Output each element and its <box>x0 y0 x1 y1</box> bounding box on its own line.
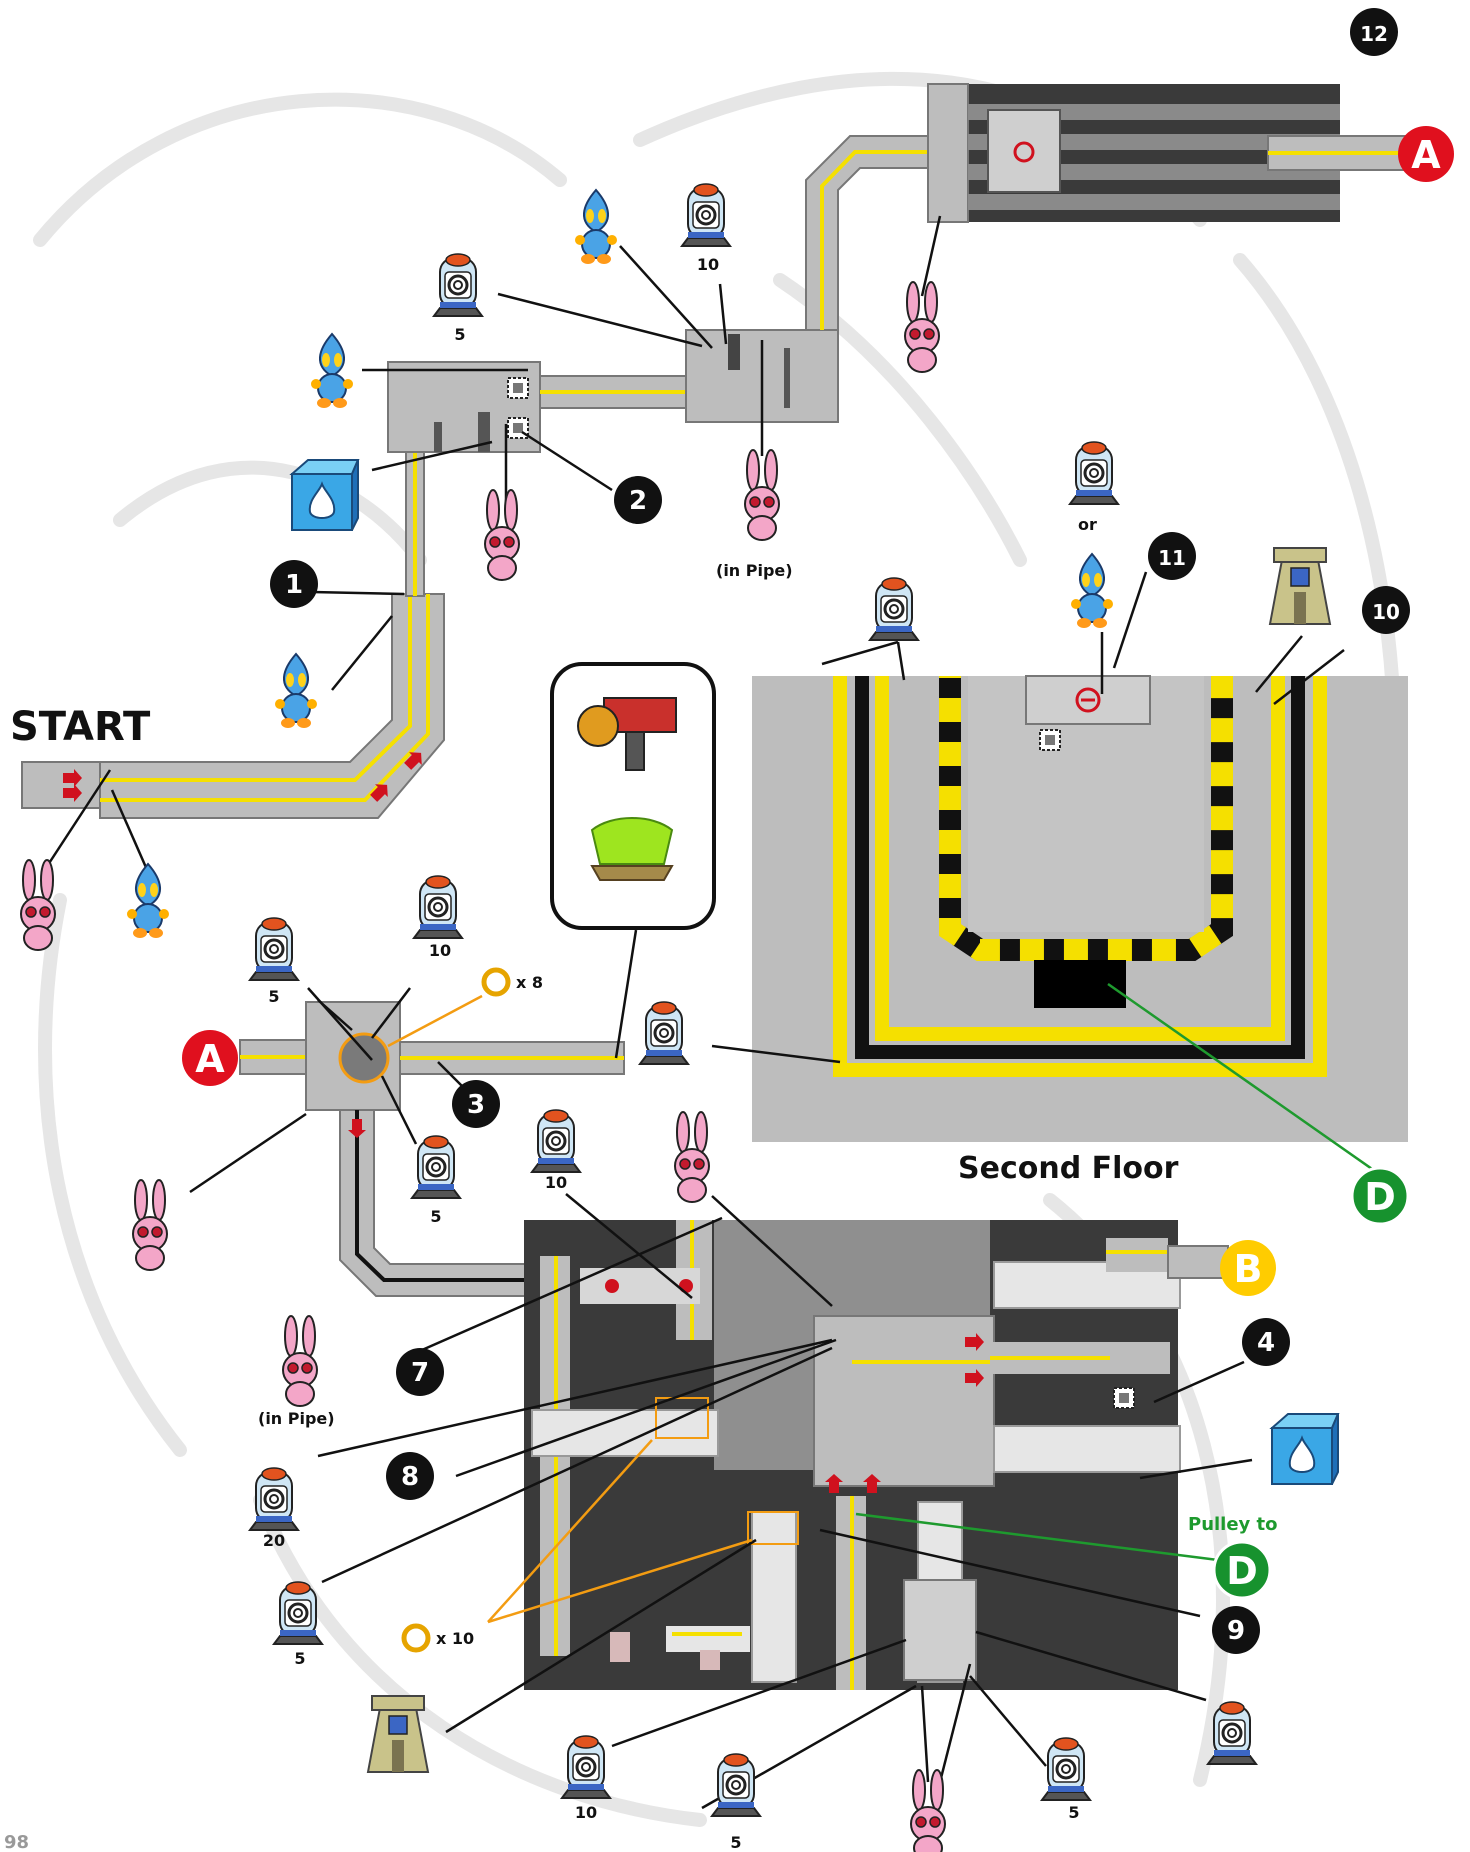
small-room <box>388 362 686 452</box>
connector-d-pulley: D <box>1214 1542 1270 1598</box>
or-label: or <box>1078 515 1097 534</box>
capsule-count: 20 <box>263 1531 285 1550</box>
marker-4: 4 <box>1242 1318 1290 1366</box>
second-floor-label: Second Floor <box>958 1151 1179 1186</box>
item-panel <box>552 664 714 928</box>
marker-11: 11 <box>1148 532 1196 580</box>
capsule-icon <box>412 1136 460 1198</box>
start-label: START <box>10 704 151 750</box>
rabbit-icon <box>911 1770 945 1852</box>
armor-icon <box>592 818 672 880</box>
pulley-label: Pulley to <box>1188 1514 1278 1535</box>
svg-text:10: 10 <box>1372 600 1400 624</box>
svg-text:1: 1 <box>285 570 303 600</box>
ring-icon <box>484 970 508 994</box>
connector-a-left: A <box>182 1030 238 1086</box>
svg-text:D: D <box>1226 1549 1258 1593</box>
in-pipe-label: (in Pipe) <box>258 1409 335 1428</box>
chao-icon <box>127 864 169 938</box>
connector-a-top: A <box>1398 126 1454 182</box>
svg-text:11: 11 <box>1158 546 1186 570</box>
chao-icon <box>1071 554 1113 628</box>
page-number: 98 <box>4 1832 29 1852</box>
capsule-icon <box>640 1002 688 1064</box>
capsule-icon <box>434 254 482 316</box>
capsule-icon <box>870 578 918 640</box>
capsule-count: 10 <box>429 941 451 960</box>
rabbit-icon <box>675 1112 709 1202</box>
item-box-icon <box>292 460 358 530</box>
marker-10: 10 <box>1362 586 1410 634</box>
checkpoint-icon <box>368 1696 428 1772</box>
rabbit-icon <box>485 490 519 580</box>
ring-count-label: x 10 <box>436 1629 474 1648</box>
capsule-count: 10 <box>697 255 719 274</box>
checkpoint-icon <box>1270 548 1330 624</box>
marker-1: 1 <box>270 560 318 608</box>
capsule-icon <box>1070 442 1118 504</box>
capsule-count: 10 <box>575 1803 597 1822</box>
item-box-icon <box>1272 1414 1338 1484</box>
mid-room <box>686 136 952 422</box>
capsule-count: 5 <box>454 325 465 344</box>
svg-text:8: 8 <box>401 1462 419 1492</box>
marker-3: 3 <box>452 1080 500 1128</box>
svg-text:4: 4 <box>1257 1328 1275 1358</box>
chao-icon <box>311 334 353 408</box>
capsule-count: 5 <box>268 987 279 1006</box>
rabbit-icon <box>133 1180 167 1270</box>
capsule-icon <box>1042 1738 1090 1800</box>
chao-icon <box>575 190 617 264</box>
marker-9: 9 <box>1212 1606 1260 1654</box>
rabbit-icon <box>283 1316 317 1406</box>
capsule-count: 10 <box>545 1173 567 1192</box>
top-dark-room <box>928 84 1418 222</box>
capsule-icon <box>682 184 730 246</box>
capsule-icon <box>562 1736 610 1798</box>
second-floor-map <box>752 676 1408 1142</box>
svg-text:12: 12 <box>1360 22 1388 46</box>
svg-text:B: B <box>1234 1247 1263 1291</box>
capsule-icon <box>532 1110 580 1172</box>
svg-text:7: 7 <box>411 1358 429 1388</box>
capsule-icon <box>250 1468 298 1530</box>
chao-icon <box>275 654 317 728</box>
ring-count-label: x 8 <box>516 973 543 992</box>
capsule-count: 5 <box>1068 1803 1079 1822</box>
rabbit-icon <box>21 860 55 950</box>
svg-text:3: 3 <box>467 1090 485 1120</box>
marker-12: 12 <box>1350 8 1398 56</box>
marker-2: 2 <box>614 476 662 524</box>
marker-8: 8 <box>386 1452 434 1500</box>
svg-text:2: 2 <box>629 486 647 516</box>
capsule-count: 5 <box>294 1649 305 1668</box>
capsule-icon <box>712 1754 760 1816</box>
capsule-count: 5 <box>730 1833 741 1852</box>
marker-7: 7 <box>396 1348 444 1396</box>
ring-icon <box>404 1626 428 1650</box>
capsule-icon <box>250 918 298 980</box>
connector-d: D <box>1352 1168 1408 1224</box>
in-pipe-label: (in Pipe) <box>716 561 793 580</box>
svg-text:D: D <box>1364 1175 1396 1219</box>
svg-text:A: A <box>1411 133 1441 177</box>
capsule-count: 5 <box>430 1207 441 1226</box>
connector-b: B <box>1220 1240 1276 1296</box>
svg-text:9: 9 <box>1227 1616 1245 1646</box>
rabbit-icon <box>745 450 779 540</box>
capsule-icon <box>414 876 462 938</box>
svg-text:A: A <box>195 1037 225 1081</box>
